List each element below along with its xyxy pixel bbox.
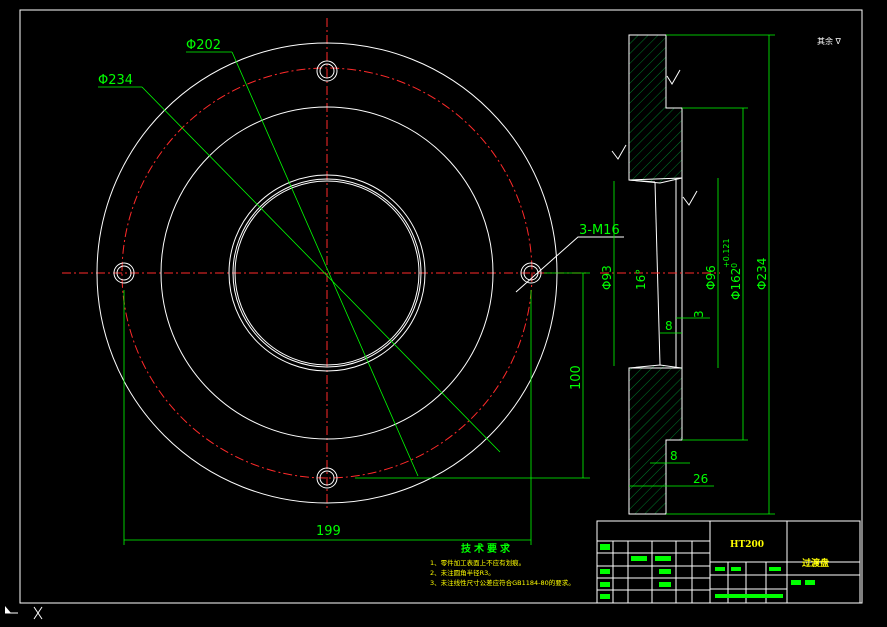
title-block: HT200 过渡盘 bbox=[596, 520, 861, 604]
dimline-d202 bbox=[231, 51, 419, 477]
section-body-bottom bbox=[628, 364, 683, 515]
roughness-symbol-2 bbox=[611, 144, 627, 160]
dim-d162: Φ162 bbox=[729, 268, 743, 300]
dim-100: 100 bbox=[569, 365, 584, 390]
bolt-hole-top bbox=[316, 60, 338, 82]
bore-circle bbox=[234, 180, 420, 366]
bolt-circle bbox=[121, 67, 533, 479]
recess-circle-outer bbox=[228, 174, 426, 372]
dim-w3: 3 bbox=[692, 310, 706, 318]
dim-d93: Φ93 bbox=[600, 265, 614, 290]
dim-angle: 16° bbox=[634, 269, 648, 290]
ucs-axis-icon bbox=[5, 606, 43, 620]
dim-w8-inner: 8 bbox=[665, 319, 673, 333]
recess-circle-inner bbox=[232, 178, 422, 368]
dim-w26: 26 bbox=[693, 472, 708, 486]
bolt-hole-bottom bbox=[316, 467, 338, 489]
dim-199: 199 bbox=[316, 524, 341, 539]
tech-item-1: 1、零件加工表面上不应有划痕。 bbox=[430, 558, 525, 567]
drawing-border bbox=[19, 9, 863, 604]
tech-title: 技术要求 bbox=[461, 542, 513, 555]
dim-d202: Φ202 bbox=[186, 38, 221, 53]
part-name-label: 过渡盘 bbox=[802, 557, 829, 569]
shoulder-circle bbox=[160, 106, 494, 440]
roughness-symbol-3 bbox=[682, 190, 698, 206]
bolt-hole-bottom-inner bbox=[319, 470, 335, 486]
dim-d234-front: Φ234 bbox=[98, 73, 133, 88]
bolt-hole-left bbox=[113, 262, 135, 284]
tech-item-2: 2、未注圆角半径R3。 bbox=[430, 568, 495, 577]
bolt-hole-left-inner bbox=[116, 265, 132, 281]
tech-requirements: 技术要求 1、零件加工表面上不应有划痕。 2、未注圆角半径R3。 3、未注线性尺… bbox=[430, 542, 575, 587]
bolt-hole-top-inner bbox=[319, 63, 335, 79]
tech-item-3: 3、未注线性尺寸公差应符合GB1184-80的要求。 bbox=[430, 578, 575, 587]
dim-d96: Φ96 bbox=[704, 265, 718, 290]
dim-holes: 3-M16 bbox=[579, 223, 620, 238]
front-view: Φ202 Φ234 3-M16 100 199 bbox=[62, 18, 624, 545]
material-label: HT200 bbox=[730, 540, 764, 550]
section-view: Φ93 16° Φ96 Φ162 +0.121 0 Φ234 8 3 8 26 bbox=[600, 34, 775, 515]
dim-d162-tol-low: 0 bbox=[730, 263, 739, 268]
roughness-symbol-1 bbox=[666, 69, 681, 85]
dim-w8-outer: 8 bbox=[670, 449, 678, 463]
bore-taper-bottom bbox=[628, 179, 656, 183]
bore-line-top bbox=[628, 177, 683, 181]
dim-d234-section: Φ234 bbox=[755, 258, 769, 290]
dim-d162-tol: +0.121 bbox=[722, 238, 731, 268]
section-body-top bbox=[628, 34, 683, 184]
leader-holes bbox=[515, 236, 624, 293]
dimline-d234 bbox=[141, 86, 501, 453]
roughness-note: 其余 ∇ bbox=[817, 36, 842, 46]
bolt-hole-right bbox=[520, 262, 542, 284]
